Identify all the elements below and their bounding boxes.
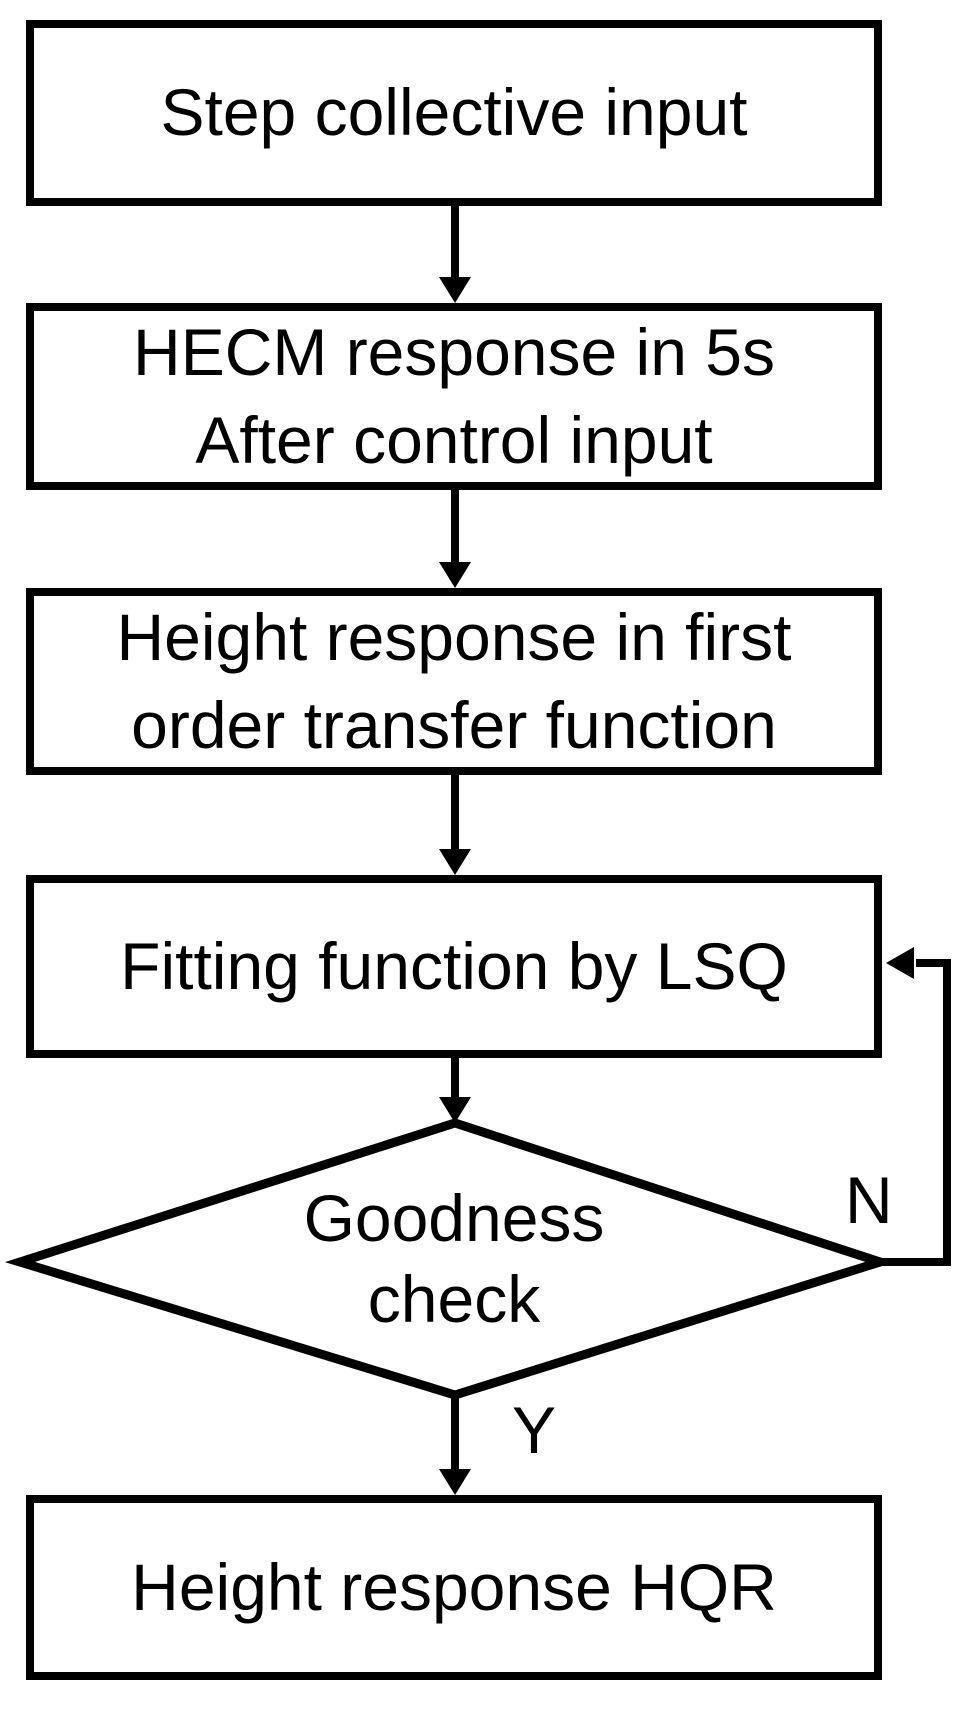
node-step-collective-input: Step collective input — [26, 20, 882, 206]
arrow-height-response-to-fitting — [439, 772, 471, 875]
arrow-no-feedback-loop — [880, 947, 951, 1266]
arrow-fitting-to-goodness — [439, 1055, 471, 1123]
node-label: Fitting function by LSQ — [120, 928, 788, 1003]
arrow-step-to-hecm — [439, 203, 471, 303]
node-label: Step collective input — [160, 75, 748, 150]
node-height-response-hqr: Height response HQR — [26, 1495, 882, 1680]
edge-label-yes: Y — [512, 1393, 557, 1467]
node-label-line2: order transfer function — [131, 687, 777, 762]
node-label: Height response HQR — [131, 1549, 777, 1624]
edge-label-no: N — [845, 1163, 893, 1237]
arrow-yes-to-hqr — [439, 1392, 471, 1495]
node-label-line2: After control input — [195, 402, 713, 477]
node-fitting-function-lsq: Fitting function by LSQ — [26, 875, 882, 1058]
node-label-line1: Height response in first — [116, 600, 792, 675]
node-height-response-first-order: Height response in first order transfer … — [26, 588, 882, 775]
node-label-line2: check — [367, 1261, 541, 1336]
node-goodness-check: Goodness check — [26, 1178, 882, 1339]
node-label-line1: HECM response in 5s — [133, 315, 775, 390]
arrow-hecm-to-height-response — [439, 487, 471, 588]
node-hecm-response: HECM response in 5s After control input — [26, 303, 882, 490]
node-label-line1: Goodness — [303, 1181, 605, 1255]
